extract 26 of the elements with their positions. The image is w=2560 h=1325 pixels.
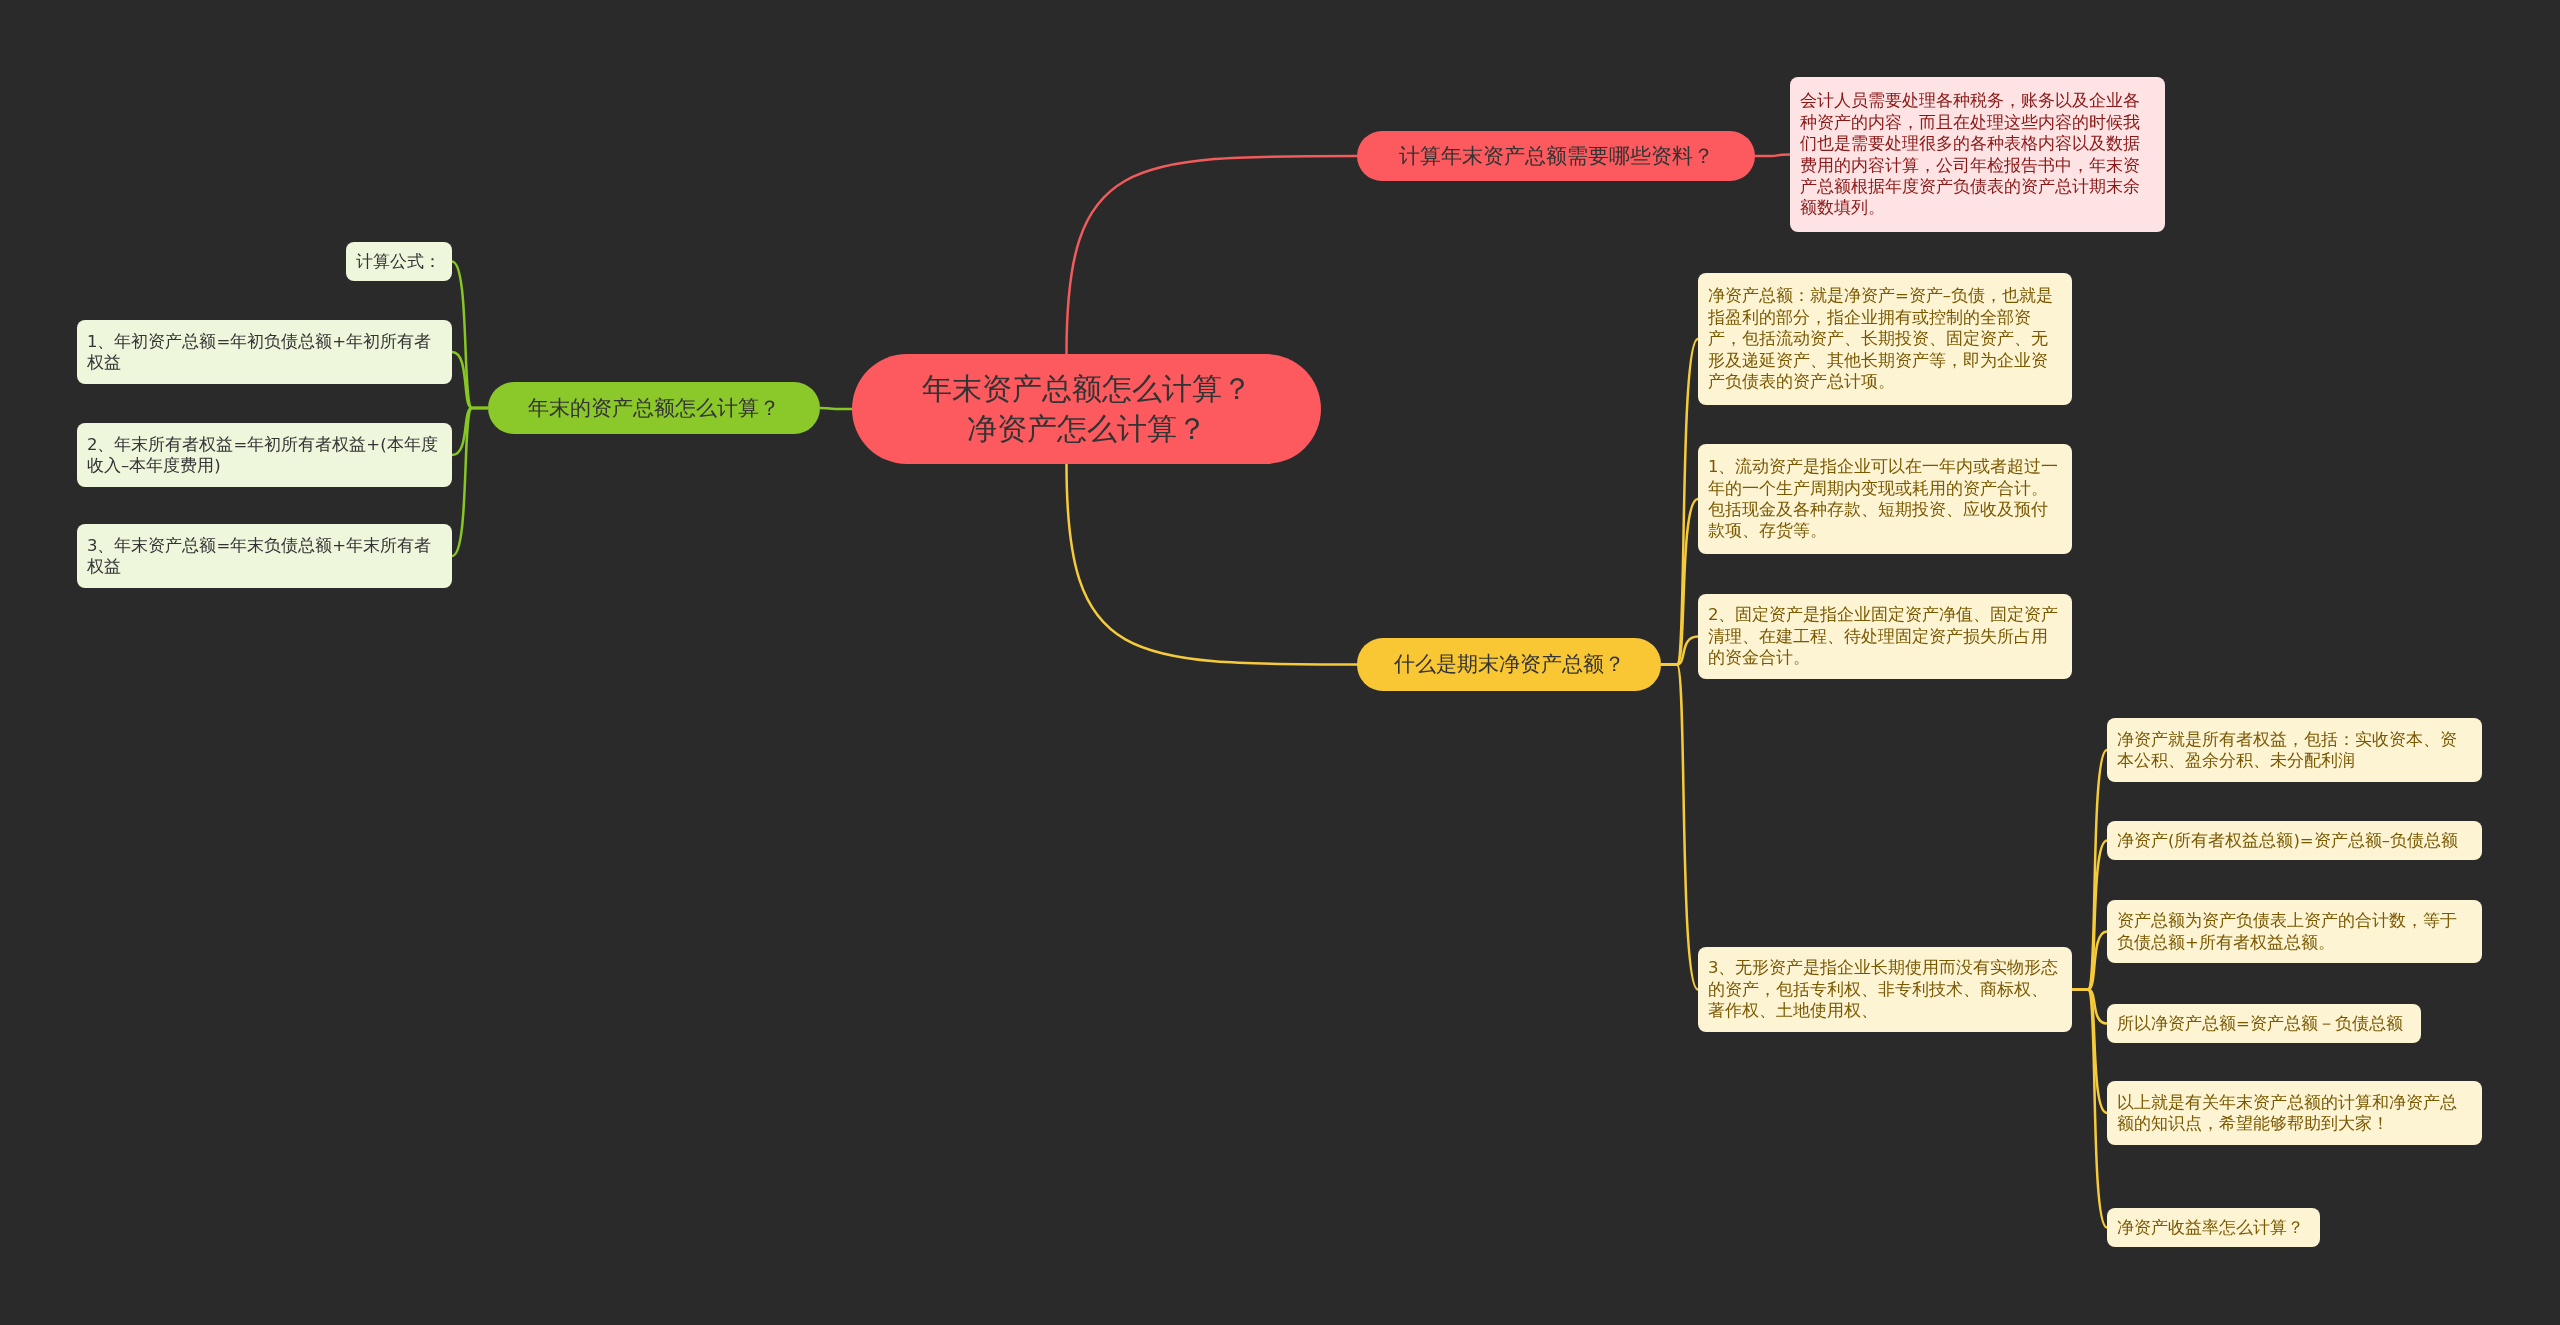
- note-box: 3、无形资产是指企业长期使用而没有实物形态的资产，包括专利权、非专利技术、商标权、著作权、土地使用权、: [1698, 947, 2072, 1032]
- note-box: 净资产收益率怎么计算？: [2107, 1208, 2320, 1247]
- topic-box: 计算年末资产总额需要哪些资料？: [1357, 131, 1755, 181]
- note-box: 资产总额为资产负债表上资产的合计数，等于负债总额+所有者权益总额。: [2107, 900, 2482, 963]
- central-topic-box: 年末资产总额怎么计算？净资产怎么计算？: [852, 354, 1321, 464]
- topic-box: 什么是期末净资产总额？: [1357, 638, 1661, 691]
- note-box: 净资产(所有者权益总额)=资产总额–负债总额: [2107, 821, 2482, 860]
- note-box: 1、流动资产是指企业可以在一年内或者超过一年的一个生产周期内变现或耗用的资产合计。包括现金及各种存款、短期投资、应收及预付款项、存货等。: [1698, 444, 2072, 554]
- branch-line: [1755, 153, 1790, 158]
- note-box: 净资产就是所有者权益，包括：实收资本、资本公积、盈余分积、未分配利润: [2107, 718, 2482, 782]
- note-box: 2、年末所有者权益=年初所有者权益+(本年度收入–本年度费用): [77, 423, 452, 487]
- note-box: 以上就是有关年末资产总额的计算和净资产总额的知识点，希望能够帮助到大家！: [2107, 1081, 2482, 1145]
- note-box: 3、年末资产总额=年末负债总额+年末所有者权益: [77, 524, 452, 588]
- branch-line: [1065, 463, 1357, 666]
- branch-line: [1065, 154, 1357, 355]
- note-box: 1、年初资产总额=年初负债总额+年初所有者权益: [77, 320, 452, 384]
- note-box: 计算公式：: [346, 242, 452, 281]
- branch-line: [451, 406, 488, 557]
- branch-line: [820, 406, 852, 411]
- note-box: 会计人员需要处理各种税务，账务以及企业各种资产的内容，而且在处理这些内容的时候我们也是需要处理很多的各种表格内容以及数据费用的内容计算，公司年检报告书中，年末资产总额根据年度资产负债表的资产总计期末余额数填列。: [1790, 77, 2165, 232]
- note-box: 所以净资产总额=资产总额－负债总额: [2107, 1004, 2421, 1043]
- branch-line: [2072, 988, 2108, 1229]
- note-box: 净资产总额：就是净资产=资产–负债，也就是指盈利的部分，指企业拥有或控制的全部资产，包括流动资产、长期投资、固定资产、无形及递延资产、其他长期资产等，即为企业资产负债表的资产总计项。: [1698, 273, 2072, 405]
- note-box: 2、固定资产是指企业固定资产净值、固定资产清理、在建工程、待处理固定资产损失所占用的资金合计。: [1698, 594, 2072, 679]
- branch-line: [1661, 663, 1700, 991]
- topic-box: 年末的资产总额怎么计算？: [488, 382, 820, 434]
